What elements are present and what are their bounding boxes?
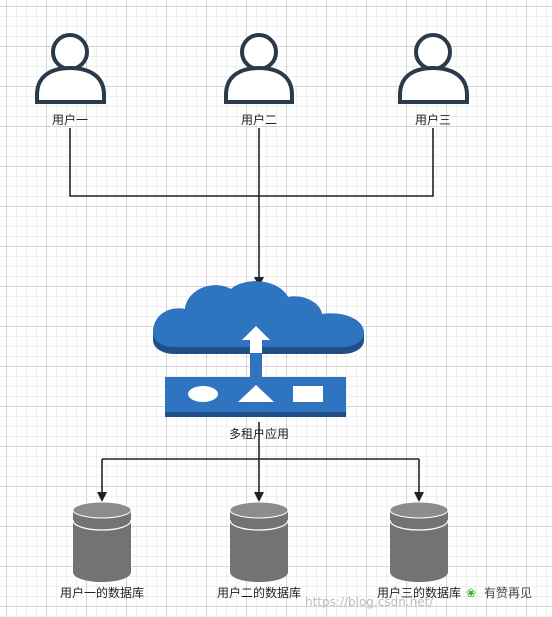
circle-shape-icon	[188, 386, 218, 402]
user-icon-2[interactable]	[224, 33, 294, 104]
database-icon-2[interactable]	[229, 501, 289, 582]
square-shape-icon	[293, 386, 323, 402]
arrow-stem	[250, 353, 262, 380]
user-label-2: 用户二	[241, 112, 277, 127]
user-label-3: 用户三	[415, 112, 451, 127]
database-connectors	[97, 422, 424, 502]
app-panel-shadow	[165, 412, 346, 417]
user-label-1: 用户一	[52, 112, 88, 127]
cloud-shape	[153, 281, 364, 347]
user-icon-1[interactable]	[35, 33, 106, 104]
upload-arrow-icon	[242, 326, 270, 353]
database-label-3: 用户三的数据库	[377, 585, 461, 600]
user-icon-3[interactable]	[398, 33, 469, 104]
watermark-url: https://blog.csdn.net/	[305, 595, 434, 609]
user-connectors	[69, 128, 434, 287]
database-icon-1[interactable]	[72, 501, 132, 582]
wechat-logo-icon: ❀	[466, 586, 476, 600]
triangle-shape-icon	[238, 385, 274, 402]
cloud-app-icon[interactable]	[153, 281, 364, 417]
database-label-1: 用户一的数据库	[60, 585, 144, 600]
app-label: 多租户应用	[229, 426, 289, 441]
database-icon-3[interactable]	[389, 501, 449, 582]
watermark: https://blog.csdn.net/ ❀ 有赞再见	[305, 586, 532, 609]
database-label-2: 用户二的数据库	[217, 585, 301, 600]
watermark-brand: 有赞再见	[484, 586, 532, 600]
